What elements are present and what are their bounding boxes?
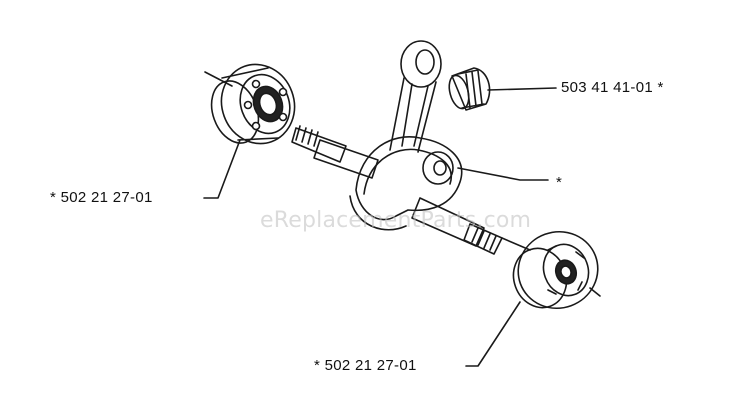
part-label-needle-bearing[interactable]: 503 41 41-01 * [561,79,664,96]
right-ball-bearing[interactable] [505,221,608,320]
part-label-crankshaft[interactable]: * [556,174,563,191]
part-label-right-bearing[interactable]: * 502 21 27-01 [314,357,417,374]
left-ball-bearing[interactable] [203,54,305,154]
part-label-left-bearing[interactable]: * 502 21 27-01 [50,189,153,206]
watermark: eReplacementParts.com [260,208,532,233]
crankshaft[interactable] [291,40,531,255]
leader-lines [203,139,549,367]
needle-bearing[interactable] [446,67,557,111]
